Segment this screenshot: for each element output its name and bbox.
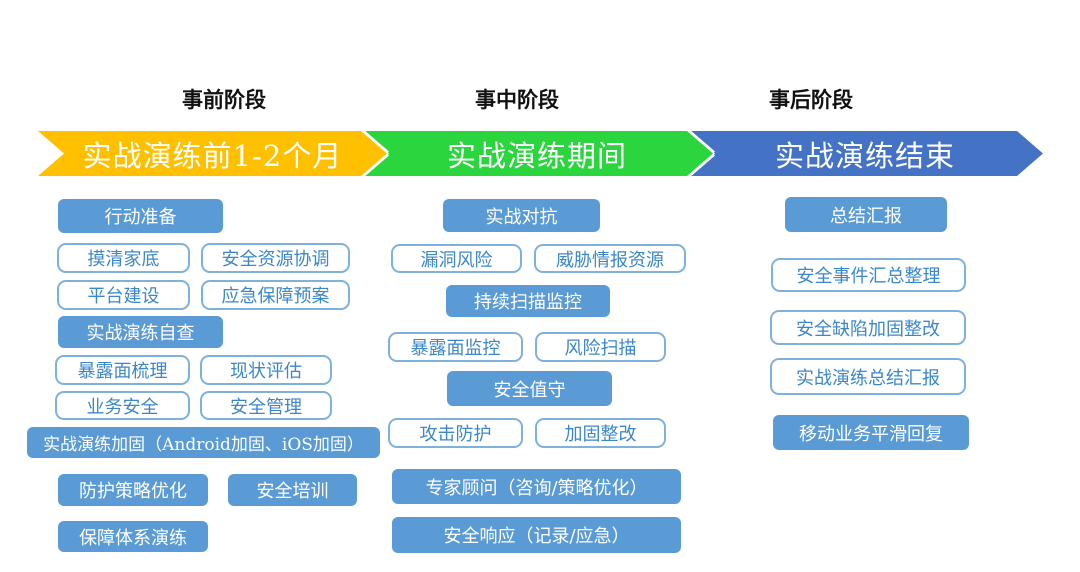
box-business-security: 业务安全 bbox=[55, 391, 190, 420]
box-security-resource-coordination: 安全资源协调 bbox=[201, 243, 350, 273]
box-security-response: 安全响应（记录/应急） bbox=[392, 517, 681, 553]
box-continuous-scan-monitoring: 持续扫描监控 bbox=[446, 285, 610, 317]
box-assess-assets: 摸清家底 bbox=[57, 243, 190, 273]
phase-banner-mid: 实战演练期间 bbox=[361, 131, 713, 176]
phase-banner-pre: 实战演练前1-2个月 bbox=[38, 131, 387, 176]
box-threat-intel-resources: 威胁情报资源 bbox=[534, 244, 686, 273]
box-exposure-surface-review: 暴露面梳理 bbox=[55, 355, 190, 385]
box-action-preparation: 行动准备 bbox=[58, 199, 223, 233]
box-security-training: 安全培训 bbox=[228, 474, 357, 506]
box-hardening-rectification: 加固整改 bbox=[535, 418, 666, 448]
phase-header-pre: 事前阶段 bbox=[182, 88, 266, 112]
box-attack-protection: 攻击防护 bbox=[388, 418, 523, 448]
box-drill-summary-report: 实战演练总结汇报 bbox=[770, 358, 966, 395]
box-expert-consultant: 专家顾问（咨询/策略优化） bbox=[392, 469, 681, 504]
box-drill-self-inspection: 实战演练自查 bbox=[58, 316, 223, 348]
phase-banner-pre-shape: 实战演练前1-2个月 bbox=[38, 131, 387, 176]
phase-banner-post-shape: 实战演练结束 bbox=[687, 131, 1043, 176]
box-platform-construction: 平台建设 bbox=[57, 280, 190, 310]
box-defect-hardening-rectification: 安全缺陷加固整改 bbox=[770, 310, 966, 345]
box-risk-scanning: 风险扫描 bbox=[535, 332, 666, 362]
phase-header-post: 事后阶段 bbox=[769, 88, 853, 112]
box-incident-collection: 安全事件汇总整理 bbox=[771, 258, 966, 292]
box-security-duty: 安全值守 bbox=[447, 371, 612, 406]
box-emergency-support-plan: 应急保障预案 bbox=[201, 280, 350, 310]
phase-banner-mid-shape: 实战演练期间 bbox=[361, 131, 713, 176]
box-status-assessment: 现状评估 bbox=[200, 355, 332, 385]
box-mobile-business-smooth-recovery: 移动业务平滑回复 bbox=[773, 415, 969, 450]
box-drill-hardening: 实战演练加固（Android加固、iOS加固） bbox=[27, 427, 380, 458]
box-security-management: 安全管理 bbox=[200, 391, 332, 420]
box-exposure-surface-monitoring: 暴露面监控 bbox=[388, 332, 523, 362]
box-vulnerability-risk: 漏洞风险 bbox=[391, 244, 522, 273]
phase-banner-post: 实战演练结束 bbox=[687, 131, 1043, 176]
box-support-system-drill: 保障体系演练 bbox=[58, 521, 208, 552]
box-summary-report: 总结汇报 bbox=[785, 197, 947, 232]
box-live-confrontation: 实战对抗 bbox=[443, 199, 600, 232]
box-protection-strategy-optimization: 防护策略优化 bbox=[58, 474, 208, 506]
phase-header-mid: 事中阶段 bbox=[475, 88, 559, 112]
